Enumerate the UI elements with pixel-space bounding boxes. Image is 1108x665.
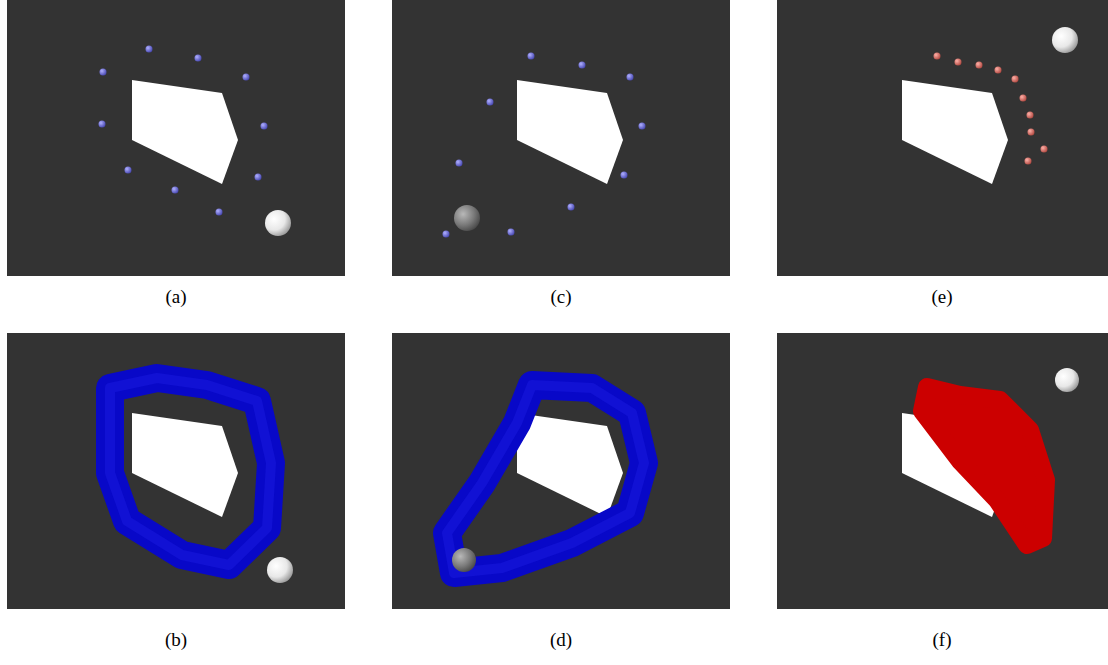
panel-c [392, 0, 730, 276]
panel-e [777, 0, 1108, 276]
panel-b [7, 333, 345, 609]
panel-f [777, 333, 1108, 609]
panel-label: (d) [550, 629, 572, 651]
panel-d [392, 333, 730, 609]
panel-label: (b) [165, 629, 187, 651]
panel-a [7, 0, 345, 276]
panel-label: (f) [933, 629, 952, 651]
panel-label: (c) [550, 286, 571, 308]
panel-label: (a) [165, 286, 186, 308]
panel-label: (e) [931, 286, 952, 308]
